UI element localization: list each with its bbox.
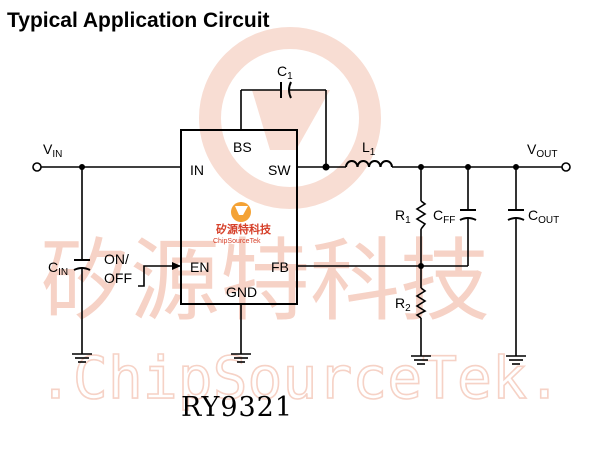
cout-capacitor <box>507 209 525 221</box>
pin-gnd: GND <box>226 284 257 300</box>
ground-icon <box>411 355 431 365</box>
page-title: Typical Application Circuit <box>7 9 270 32</box>
label-c1: C1 <box>277 63 293 82</box>
pin-en: EN <box>190 259 209 275</box>
label-on: ON/ <box>104 251 129 267</box>
cin-capacitor <box>73 259 91 271</box>
c1-capacitor <box>280 81 292 99</box>
r2-resistor <box>415 287 427 319</box>
r1-resistor <box>415 200 427 230</box>
ground-icon <box>231 353 251 363</box>
pin-fb: FB <box>271 259 289 275</box>
ground-icon <box>72 353 92 363</box>
en-arrow <box>172 262 181 270</box>
junctions <box>79 163 519 269</box>
pin-bs: BS <box>233 139 252 155</box>
pin-in: IN <box>190 162 204 178</box>
watermark-cn: 矽源特科技 <box>40 229 490 334</box>
label-off: OFF <box>104 270 132 286</box>
vin-terminal <box>32 162 42 172</box>
watermark-en: .ChipSourceTek. <box>38 344 562 412</box>
label-cin: CIN <box>48 259 68 278</box>
label-vout: VOUT <box>527 141 557 160</box>
junction-dot <box>322 163 330 171</box>
label-r1: R1 <box>395 207 411 226</box>
label-vin: VIN <box>43 141 62 160</box>
label-r2: R2 <box>395 295 411 314</box>
junction-dot <box>79 164 85 170</box>
ic-logo: 矽源特科技 ChipSourceTek <box>213 202 272 245</box>
watermark-logo-ring <box>199 27 381 209</box>
label-l1: L1 <box>362 139 376 158</box>
junction-dot <box>418 164 424 170</box>
ground-icon <box>506 355 526 365</box>
part-number: RY9321 <box>181 392 293 423</box>
junction-dot <box>465 164 471 170</box>
label-cout: COUT <box>528 207 559 226</box>
logo-cn: 矽源特科技 <box>216 222 272 236</box>
ic-body <box>180 129 298 305</box>
watermark: 矽源特科技 .ChipSourceTek. <box>37 27 563 413</box>
ground-symbols <box>72 353 526 365</box>
junction-dot <box>513 164 519 170</box>
cff-capacitor <box>459 209 477 221</box>
junction-dot <box>418 263 424 269</box>
l1-inductor <box>345 160 393 168</box>
label-cff: CFF <box>433 207 455 226</box>
vout-terminal <box>561 162 571 172</box>
logo-en: ChipSourceTek <box>213 238 261 245</box>
pin-sw: SW <box>268 162 291 178</box>
